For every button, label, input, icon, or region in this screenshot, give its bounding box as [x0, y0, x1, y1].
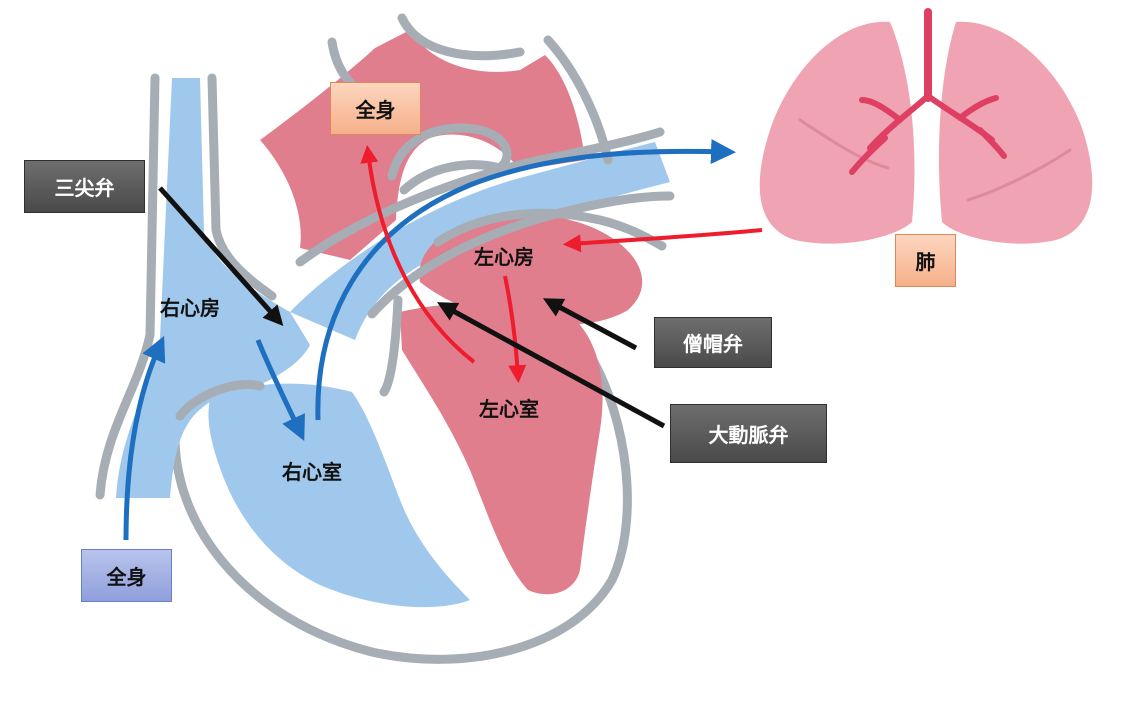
- right-lung: [938, 21, 1093, 244]
- right-ventricle-area: [208, 383, 470, 608]
- lung-fissure-left: [798, 118, 890, 170]
- label-left-atrium: 左心房: [474, 245, 534, 269]
- heart-outer-wall: [170, 350, 632, 664]
- label-right-atrium: 右心房: [160, 296, 220, 320]
- right-heart-inner-wall: [175, 380, 265, 421]
- red-arrow-left-atrium-to-left-ventricle: [503, 275, 527, 384]
- label-left-ventricle: 左心室: [479, 397, 539, 421]
- blue-arrow-right-ventricle-to-lung: [315, 139, 736, 421]
- left-ventricle-area: [400, 303, 603, 595]
- left-lung: [759, 21, 915, 244]
- pulmonary-artery-wall-upper: [295, 127, 665, 267]
- left-atrium-wall: [433, 208, 667, 251]
- lung-fissure-right: [966, 148, 1072, 202]
- vena-cava-wall-right: [207, 73, 277, 301]
- callout-tricuspid-valve: 三尖弁: [24, 160, 145, 213]
- blue-arrow-body-to-right-atrium: [123, 335, 166, 541]
- aortic-arch-inner: [387, 123, 512, 195]
- pointer-mitral-valve: [542, 298, 638, 351]
- callout-aortic-valve: 大動脈弁: [670, 404, 827, 463]
- pointer-tricuspid-valve: [158, 186, 284, 326]
- callout-mitral-valve: 僧帽弁: [654, 317, 772, 368]
- red-arrow-left-ventricle-to-body: [360, 144, 476, 364]
- bronchi-left: [849, 93, 931, 175]
- bronchi-right: [925, 93, 1007, 159]
- callout-lung: 肺: [895, 234, 956, 287]
- septum-wall: [379, 295, 403, 397]
- label-right-ventricle: 右心室: [282, 460, 342, 484]
- right-atrium-area: [116, 78, 310, 498]
- callout-whole-body-out: 全身: [330, 82, 421, 135]
- pulmonary-trunk: [290, 142, 670, 340]
- callout-whole-body-in: 全身: [81, 549, 172, 602]
- lung-illustration: [759, 8, 1093, 244]
- blue-arrow-right-atrium-to-right-ventricle: [255, 339, 305, 442]
- red-arrow-lung-to-left-atrium: [562, 228, 763, 253]
- pointer-aortic-valve: [436, 302, 666, 429]
- aorta-wall-top: [397, 13, 525, 61]
